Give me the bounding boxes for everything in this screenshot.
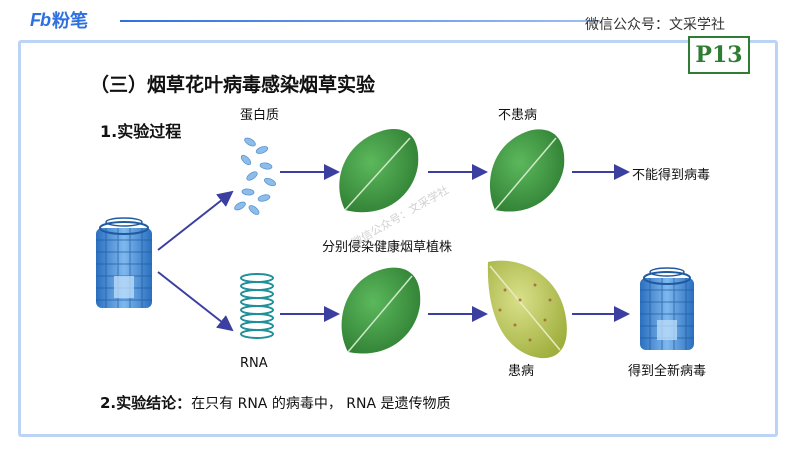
rna-label: RNA	[240, 356, 268, 371]
sick-label: 患病	[508, 364, 535, 379]
conclusion-text: 在只有 RNA 的病毒中， RNA 是遗传物质	[191, 396, 451, 412]
diseased-leaf-icon	[487, 260, 567, 359]
healthy-leaf-icon	[489, 129, 565, 212]
page-number-badge: P13	[688, 36, 750, 74]
logo-fb: Fb	[30, 9, 51, 30]
conclusion: 2.实验结论：在只有 RNA 的病毒中， RNA 是遗传物质	[100, 392, 451, 413]
section-title: （三）烟草花叶病毒感染烟草实验	[90, 74, 376, 96]
step1-title: 1.实验过程	[100, 122, 182, 141]
conclusion-title: 2.实验结论：	[100, 394, 192, 412]
logo-text: 粉笔	[52, 11, 88, 31]
new-virus-label: 得到全新病毒	[628, 364, 707, 379]
healthy-leaf-icon	[341, 267, 421, 354]
slide-frame	[18, 40, 778, 437]
wechat-watermark: 微信公众号：文采学社	[585, 17, 725, 33]
not-sick-label: 不患病	[498, 108, 538, 123]
branch-arrow-protein	[157, 190, 234, 251]
no-virus-label: 不能得到病毒	[632, 168, 711, 183]
protein-particles-icon	[234, 137, 276, 215]
branch-arrow-rna	[157, 271, 234, 332]
header-divider	[120, 20, 600, 22]
tmv-virus-icon	[96, 217, 152, 308]
tmv-virus-icon	[640, 267, 694, 350]
infect-label: 分别侵染健康烟草植株	[322, 240, 453, 255]
rna-coil-icon	[240, 273, 274, 339]
healthy-leaf-icon	[339, 129, 419, 213]
fenbi-logo: Fb 粉笔	[30, 9, 88, 32]
protein-label: 蛋白质	[240, 108, 280, 123]
